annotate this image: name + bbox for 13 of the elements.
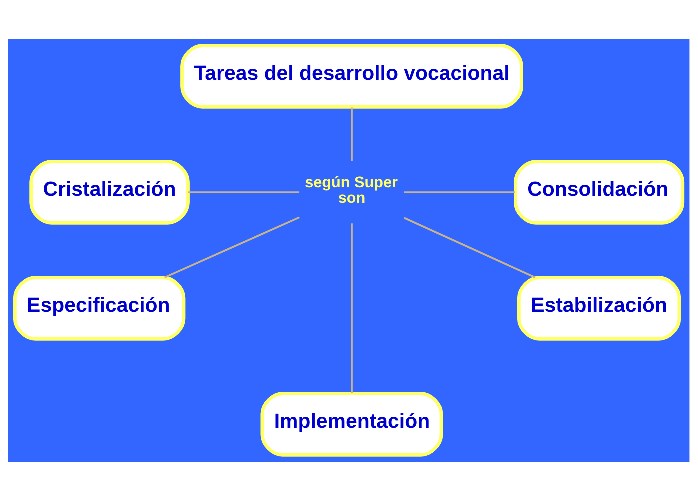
node-box: Especificación <box>13 276 186 340</box>
connector <box>188 191 300 193</box>
node-box: Cristalización <box>30 160 190 224</box>
connector <box>404 191 516 193</box>
node-box: Tareas del desarrollo vocacional <box>180 44 524 108</box>
connector <box>164 216 300 278</box>
node-box: Implementación <box>260 392 444 456</box>
connector <box>351 107 353 161</box>
connector <box>351 223 353 393</box>
node-box: Estabilización <box>517 276 682 340</box>
node-text: según Super son <box>305 174 398 207</box>
connector <box>404 216 536 278</box>
node-box: Consolidación <box>514 160 685 224</box>
